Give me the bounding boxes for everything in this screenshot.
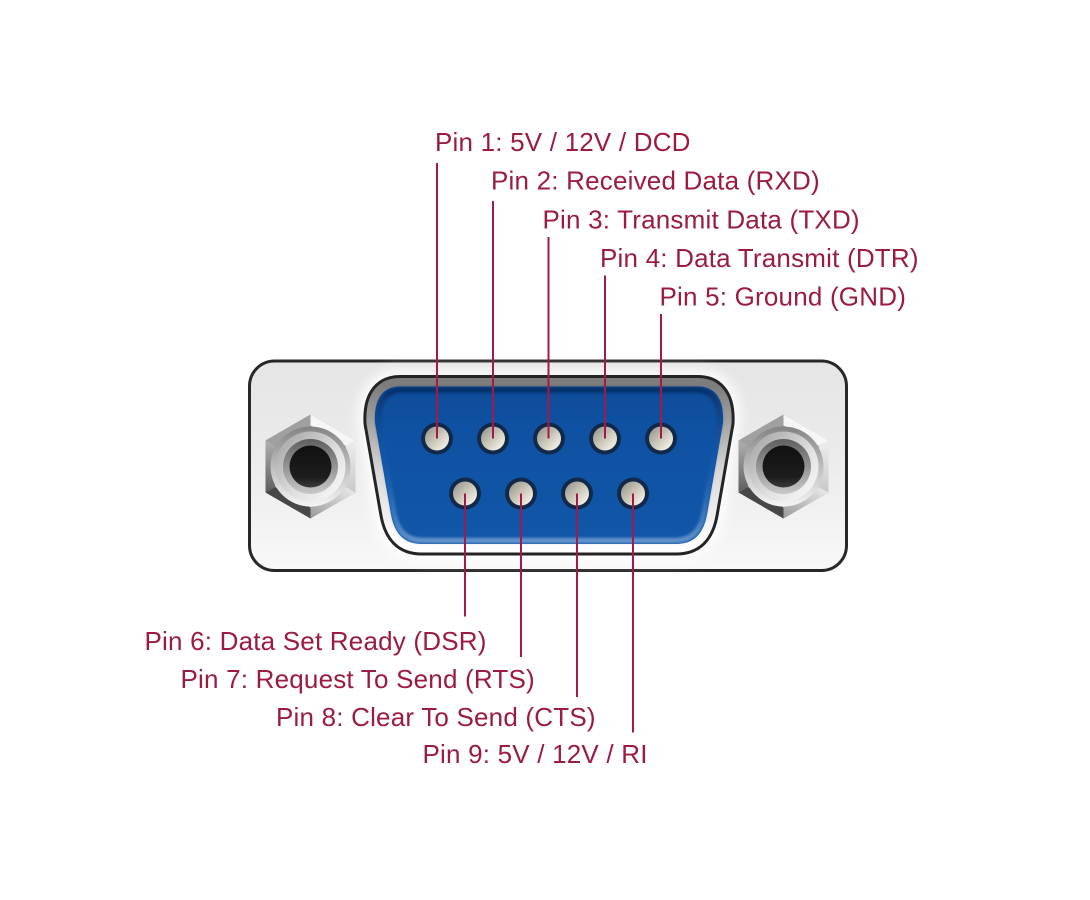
pin-label-4: Pin 4: Data Transmit (DTR) — [600, 243, 919, 273]
nut-face-left — [738, 440, 748, 493]
pin-label-1: Pin 1: 5V / 12V / DCD — [435, 127, 691, 157]
nut-face-bottom-left — [265, 487, 311, 519]
pin-labels: Pin 1: 5V / 12V / DCD Pin 2: Received Da… — [145, 127, 919, 769]
nut-face-top-right — [783, 414, 829, 446]
pin-label-7: Pin 7: Request To Send (RTS) — [181, 664, 535, 694]
nut-face-left — [265, 440, 275, 493]
nut-face-bottom-right — [310, 487, 356, 519]
nut-face-bottom-left — [738, 487, 784, 519]
dsub-insert-inner-shadow — [375, 387, 723, 544]
pin-label-8: Pin 8: Clear To Send (CTS) — [276, 702, 596, 732]
leader-lines — [436, 163, 662, 733]
nut-face-top-left — [738, 414, 784, 446]
screw-hole-right — [762, 445, 805, 488]
pin-label-5: Pin 5: Ground (GND) — [660, 282, 907, 312]
nut-face-bottom-right — [783, 487, 829, 519]
jack-screw-right — [738, 414, 829, 519]
jack-screw-left — [265, 414, 356, 519]
nut-face-right — [819, 440, 829, 493]
pin-label-3: Pin 3: Transmit Data (TXD) — [543, 205, 860, 235]
pin-label-6: Pin 6: Data Set Ready (DSR) — [145, 626, 487, 656]
screw-hole-left — [289, 445, 332, 488]
nut-face-top-left — [265, 414, 311, 446]
pin-label-9: Pin 9: 5V / 12V / RI — [423, 739, 648, 769]
pin-label-2: Pin 2: Received Data (RXD) — [491, 166, 820, 196]
nut-face-right — [346, 440, 356, 493]
nut-face-top-right — [310, 414, 356, 446]
